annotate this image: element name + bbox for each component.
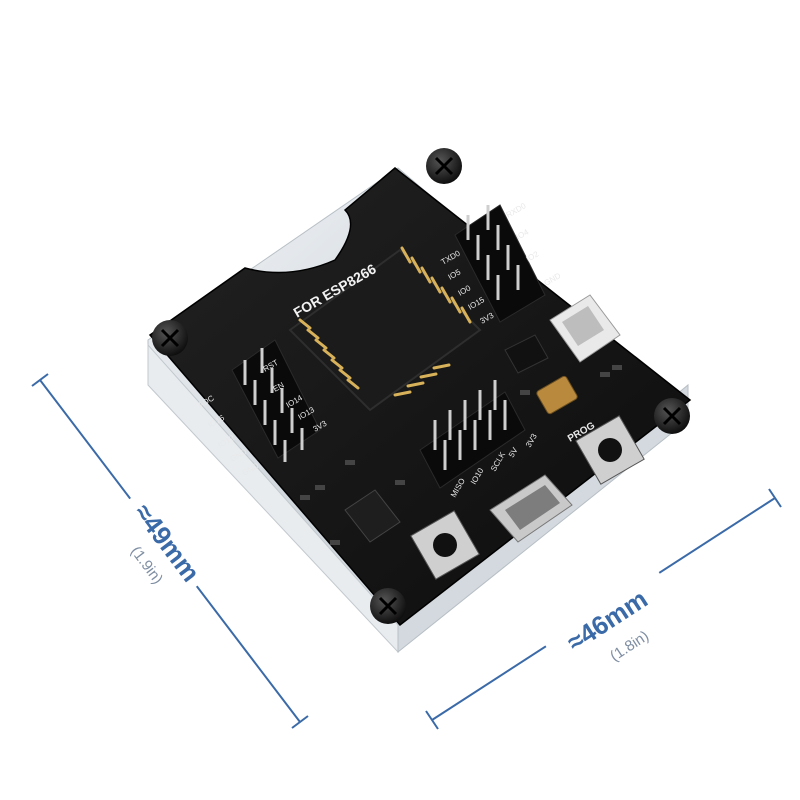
corner-screws <box>152 148 690 624</box>
screw-icon <box>426 148 462 184</box>
module-socket <box>288 248 482 412</box>
pin-label: IO4 <box>515 227 531 242</box>
pin-label: IO2 <box>525 249 541 264</box>
bottom-pin-header <box>419 380 526 489</box>
pin-label: GND <box>543 271 563 288</box>
power-switch <box>549 294 621 363</box>
usb-serial-chip <box>344 489 401 543</box>
prog-button <box>575 415 645 485</box>
smd-components <box>300 365 622 545</box>
reset-button <box>410 510 480 580</box>
left-pin-header <box>231 339 321 462</box>
spring-pins <box>298 246 472 397</box>
height-dimension: ≈49mm (1.9in) <box>31 373 309 729</box>
pcb-board <box>148 167 692 627</box>
micro-usb-port <box>489 474 573 543</box>
pin-label: RXD0 <box>505 201 528 220</box>
right-pin-header <box>454 204 546 323</box>
screw-icon <box>152 320 188 356</box>
voltage-regulator <box>504 334 549 374</box>
screw-icon <box>370 588 406 624</box>
tantalum-capacitor <box>536 375 578 415</box>
screw-icon <box>654 398 690 434</box>
